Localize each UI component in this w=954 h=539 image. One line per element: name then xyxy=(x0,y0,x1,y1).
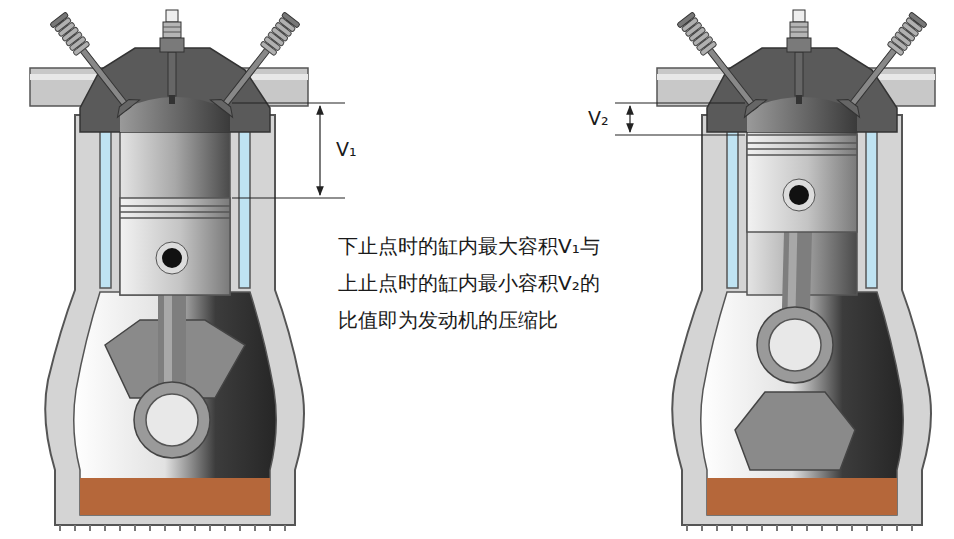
dimension-v1 xyxy=(232,103,345,198)
engine-static-right xyxy=(657,9,935,531)
volume-label: V₂ xyxy=(588,107,609,129)
crank-train-left xyxy=(105,198,245,458)
volume-label: V₁ xyxy=(336,138,357,160)
caption-text: 下止点时的缸内最大容积V₁与 上止点时的缸内最小容积V₂的 比值即为发动机的压缩… xyxy=(338,228,650,339)
engine-static-left xyxy=(30,9,308,531)
dimension-v2 xyxy=(615,103,745,135)
crank-train-right xyxy=(735,135,857,470)
